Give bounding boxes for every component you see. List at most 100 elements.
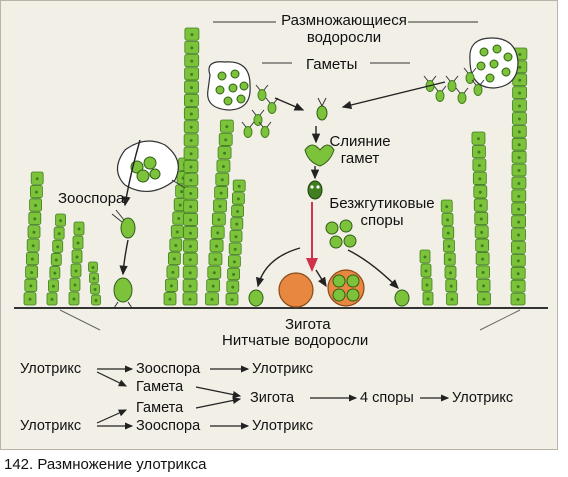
scheme-gamete-2: Гамета: [136, 400, 184, 416]
gamete-flagella: [471, 79, 485, 86]
scheme-gamete-1: Гамета: [136, 379, 184, 395]
filament-cell-nucleus: [235, 222, 239, 226]
label-reproducing-algae: Размножающиеся водоросли: [280, 12, 408, 46]
filament-cell-nucleus: [448, 258, 452, 262]
filament-cell-nucleus: [518, 52, 522, 56]
filament-cell-nucleus: [93, 288, 97, 291]
filament-cell-nucleus: [447, 244, 451, 248]
filament-cell-nucleus: [59, 219, 63, 223]
filament-cell-nucleus: [518, 78, 522, 82]
filament-cell-nucleus: [481, 257, 485, 261]
leader-lines: [213, 21, 478, 64]
filament-cell-nucleus: [449, 284, 453, 288]
filament-cell-nucleus: [171, 270, 175, 274]
algae-filaments: [23, 27, 528, 306]
filament-cell-nucleus: [76, 241, 80, 245]
filament-cell-nucleus: [189, 205, 193, 209]
filament-cell-nucleus: [189, 125, 193, 129]
filament-cell-nucleus: [212, 271, 216, 275]
filament-cell-nucleus: [190, 33, 194, 37]
filament-cell-nucleus: [32, 230, 36, 234]
filament-cell-nucleus: [446, 218, 449, 222]
gamete-cell: [267, 102, 277, 114]
filament-cell-nucleus: [482, 284, 486, 288]
filament-cell-nucleus: [225, 125, 229, 129]
gamete-flagella: [433, 85, 447, 92]
filament-cell-nucleus: [236, 210, 240, 213]
gamete-flagella: [241, 121, 255, 128]
scheme-row4-ulotrix: Улотрикс: [20, 418, 82, 434]
filament-cell-nucleus: [517, 220, 521, 224]
filament-cell-nucleus: [236, 197, 240, 201]
filament-cell-nucleus: [188, 271, 192, 275]
filament-cell-nucleus: [426, 297, 430, 301]
fusing-gametes: [304, 97, 335, 200]
filament-cell-nucleus: [50, 297, 54, 301]
label-fusion-line2: гамет: [340, 150, 380, 167]
filament-cell-nucleus: [476, 137, 480, 141]
filament-cell-nucleus: [516, 298, 520, 302]
filament-cell-nucleus: [73, 283, 77, 287]
free-gametes: [241, 67, 485, 138]
filament-cell-nucleus: [516, 272, 520, 276]
filament-cell-nucleus: [168, 297, 172, 301]
filament-cell-nucleus: [518, 65, 522, 69]
scheme-row4-result: Улотрикс: [252, 418, 314, 434]
filament-cell-nucleus: [518, 91, 522, 95]
gamete-flagella: [251, 109, 265, 116]
filament-cell-nucleus: [213, 258, 217, 261]
figure-caption: 142. Размножение улотрикса: [4, 456, 207, 473]
filament-cell-nucleus: [31, 244, 35, 248]
zygote-cell: [278, 272, 314, 308]
filament-cell-nucleus: [35, 177, 39, 181]
filament-cell-nucleus: [188, 258, 192, 262]
filament-cell-nucleus: [517, 233, 520, 237]
gamete-cell: [257, 89, 267, 101]
filament-cell-nucleus: [188, 297, 192, 301]
filament-cell-nucleus: [189, 152, 193, 156]
filament-cell-nucleus: [169, 284, 173, 288]
label-zoospore: Зооспора: [58, 190, 125, 207]
filament-cell-nucleus: [190, 59, 194, 63]
filament-cell-nucleus: [29, 284, 33, 288]
filament-cell-nucleus: [517, 143, 521, 147]
filament-cell-nucleus: [180, 190, 184, 194]
filament-cell-nucleus: [188, 284, 192, 288]
filament-cell-nucleus: [188, 244, 192, 248]
filament-cell-nucleus: [237, 184, 241, 188]
filament-cell-nucleus: [189, 139, 193, 143]
bracket-right: [479, 309, 521, 331]
filament-cell-nucleus: [174, 243, 178, 247]
label-zygote: Зигота: [285, 316, 331, 333]
gamete-cell: [457, 92, 467, 104]
filament-cell-nucleus: [234, 235, 238, 239]
filament-cell-nucleus: [189, 218, 193, 222]
filament-cell-nucleus: [189, 178, 193, 182]
filament-cell-nucleus: [94, 299, 98, 302]
label-fusion: Слияние гамет: [325, 133, 395, 167]
filament-cell-nucleus: [215, 244, 219, 248]
filament-cell-nucleus: [56, 245, 60, 249]
filament-cell-nucleus: [54, 258, 58, 262]
filament-cell-nucleus: [172, 257, 176, 261]
filament-cell-nucleus: [223, 151, 227, 155]
filament-cell-nucleus: [232, 260, 236, 264]
filament-cell-nucleus: [478, 190, 482, 194]
filament-cell-nucleus: [92, 277, 96, 280]
filament-cell-nucleus: [518, 104, 521, 108]
filament-cell-nucleus: [57, 232, 61, 236]
label-aflagellate-spores: Безжгутиковые споры: [323, 195, 441, 229]
label-reproducing-algae-line1: Размножающиеся: [281, 12, 407, 29]
filament-cell-nucleus: [220, 178, 224, 182]
filament-cell-nucleus: [517, 117, 521, 121]
zoospores-left: [111, 209, 136, 309]
scheme-final-ulotrix: Улотрикс: [452, 390, 514, 406]
filament-cell-nucleus: [34, 204, 38, 207]
filament-cell-nucleus: [189, 191, 193, 195]
gamete-flagella: [463, 67, 477, 74]
filament-cell-nucleus: [479, 204, 483, 208]
label-aflagellate-spores-line2: споры: [360, 212, 404, 229]
filament-cell-nucleus: [178, 203, 182, 207]
bracket-left: [59, 309, 101, 331]
